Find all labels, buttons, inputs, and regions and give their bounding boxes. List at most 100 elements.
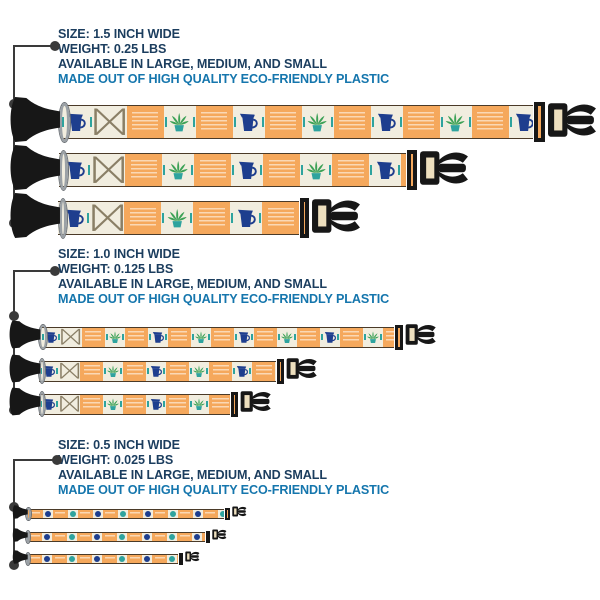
pattern-text-tile <box>127 106 164 138</box>
collar-webbing-band <box>27 509 225 519</box>
pattern-stripes <box>200 112 228 132</box>
clasp-male-icon <box>212 528 227 546</box>
connector-dot-text <box>50 266 60 276</box>
collar-webbing-band <box>60 105 534 139</box>
pattern-text-tile <box>127 555 142 563</box>
connector-dot-text <box>52 455 62 465</box>
collar-webbing-band <box>38 393 230 415</box>
pattern-stripes <box>170 331 188 343</box>
pattern-text-tile <box>168 328 191 347</box>
pattern-text-tile <box>401 154 405 186</box>
pattern-dot <box>219 511 225 517</box>
pattern-stripes <box>476 112 504 132</box>
agave-plant-icon <box>300 154 333 186</box>
pattern-stripes <box>129 556 141 562</box>
navy-dot-tile <box>142 510 153 518</box>
webbing-cross-tile <box>59 361 81 381</box>
pitcher-icon <box>232 361 253 381</box>
material-label: MADE OUT OF HIGH QUALITY ECO-FRIENDLY PL… <box>58 483 390 497</box>
webbing-cross-tile <box>60 327 82 347</box>
agave-plant-icon <box>103 361 124 381</box>
collar-webbing-band <box>40 326 395 348</box>
buckle-female-icon <box>8 387 41 421</box>
size-label: SIZE: 1.5 INCH WIDE <box>58 27 180 41</box>
pattern-text-tile <box>52 533 67 541</box>
pattern-text-tile <box>166 395 189 414</box>
spec-text-0-5-inch: SIZE: 0.5 INCH WIDE WEIGHT: 0.025 LBS AV… <box>58 438 389 498</box>
pitcher-icon <box>370 106 403 138</box>
pattern-dot <box>169 556 176 562</box>
availability-label: AVAILABLE IN LARGE, MEDIUM, AND SMALL <box>58 468 327 482</box>
agave-plant-icon <box>102 394 123 414</box>
clasp-male-icon <box>405 321 437 353</box>
webbing-cross-tile <box>91 154 126 186</box>
navy-dot-tile <box>42 533 53 541</box>
pattern-stripes <box>54 556 66 562</box>
clasp-male-icon <box>311 194 362 243</box>
collar-small-width-1-0-inch <box>8 385 272 423</box>
pattern-dot <box>94 556 101 562</box>
agave-plant-icon <box>104 327 125 347</box>
connector-line-horizontal <box>13 270 51 272</box>
pattern-dot <box>119 511 126 517</box>
navy-dot-tile <box>92 510 103 518</box>
availability-label: AVAILABLE IN LARGE, MEDIUM, AND SMALL <box>58 277 327 291</box>
teal-dot-tile <box>167 555 178 563</box>
pattern-stripes <box>338 112 366 132</box>
spec-text-1-0-inch: SIZE: 1.0 INCH WIDE WEIGHT: 0.125 LBS AV… <box>58 247 389 307</box>
pattern-stripes <box>131 112 159 132</box>
buckle-female-icon <box>8 96 61 148</box>
buckle-female-icon <box>8 354 41 388</box>
size-label: SIZE: 0.5 INCH WIDE <box>58 438 180 452</box>
availability-label: AVAILABLE IN LARGE, MEDIUM, AND SMALL <box>58 57 327 71</box>
teal-dot-tile <box>167 510 178 518</box>
teal-dot-tile <box>217 510 225 518</box>
pattern-stripes <box>269 112 297 132</box>
pattern-text-tile <box>403 106 440 138</box>
triglide-slider-icon <box>299 198 309 238</box>
pattern-stripes <box>212 365 230 377</box>
collar-small-width-1-5-inch <box>8 190 362 247</box>
pattern-stripes <box>169 398 186 410</box>
pattern-stripes <box>337 160 365 180</box>
pattern-dot <box>69 534 76 540</box>
pattern-text-tile <box>152 533 167 541</box>
pattern-text-tile <box>77 533 92 541</box>
triglide-slider-icon <box>395 324 403 350</box>
weight-label: WEIGHT: 0.25 LBS <box>58 42 167 56</box>
connector-line-horizontal <box>13 45 51 47</box>
clasp-male-icon <box>240 388 272 420</box>
triglide-slider-icon <box>230 391 238 417</box>
pattern-stripes <box>54 534 66 540</box>
pattern-stripes <box>407 112 435 132</box>
pattern-stripes <box>104 511 116 517</box>
navy-dot-tile <box>192 510 203 518</box>
collar-small-width-0-5-inch <box>12 549 200 570</box>
pattern-stripes <box>126 365 144 377</box>
pitcher-icon <box>146 361 167 381</box>
pattern-stripes <box>299 331 317 343</box>
pitcher-icon <box>145 394 166 414</box>
pattern-text-tile <box>297 328 320 347</box>
pattern-stripes <box>198 208 226 228</box>
pattern-text-tile <box>166 362 189 381</box>
pattern-dot <box>194 534 201 540</box>
pattern-text-tile <box>196 106 233 138</box>
pattern-text-tile <box>193 202 230 234</box>
pitcher-icon <box>233 327 254 347</box>
pattern-text-tile <box>125 154 162 186</box>
pattern-text-tile <box>128 510 143 518</box>
pattern-dot <box>94 511 101 517</box>
pattern-dot <box>194 511 201 517</box>
agave-plant-icon <box>301 106 334 138</box>
collar-webbing-band <box>39 360 276 382</box>
pitcher-icon <box>230 202 263 234</box>
pattern-stripes <box>154 556 166 562</box>
agave-plant-icon <box>162 154 195 186</box>
pitcher-icon <box>147 327 168 347</box>
pattern-stripes <box>79 511 91 517</box>
pattern-stripes <box>29 556 41 562</box>
pattern-text-tile <box>178 510 193 518</box>
pattern-text-tile <box>27 533 42 541</box>
